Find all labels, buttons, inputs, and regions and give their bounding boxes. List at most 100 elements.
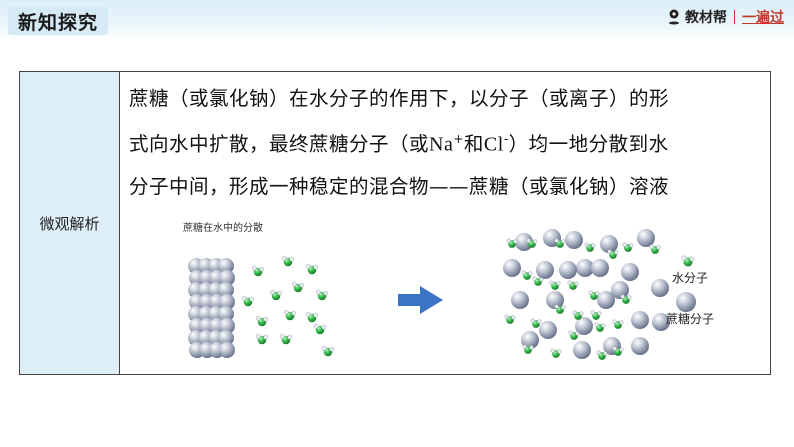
sucrose-molecule (597, 291, 615, 309)
water-molecule (291, 281, 305, 293)
sucrose-molecule (676, 292, 696, 312)
water-molecule (607, 249, 619, 259)
sucrose-molecule (651, 279, 669, 297)
water-molecule (251, 265, 265, 277)
sucrose-molecule (219, 342, 235, 358)
water-molecule (649, 244, 661, 254)
section-title: 新知探究 (8, 7, 108, 35)
legend-sucrose-label: 蔗糖分子 (666, 311, 714, 326)
sucrose-molecule (591, 259, 609, 277)
panel-label: 微观解析 (20, 72, 120, 374)
water-molecule (567, 280, 579, 290)
sucrose-molecule (621, 263, 639, 281)
sucrose-molecule (559, 261, 577, 279)
water-molecule (568, 330, 580, 340)
water-molecule (255, 315, 269, 327)
brand-logo: 教材帮 一遍过 (668, 6, 784, 28)
sodium-ion-charge: + (453, 132, 464, 146)
water-molecule (572, 310, 584, 320)
sucrose-molecule (631, 311, 649, 329)
diagram-caption: 蔗糖在水中的分散 (183, 221, 263, 234)
sucrose-molecule (511, 291, 529, 309)
sucrose-molecule (218, 258, 234, 274)
chloride-ion-charge: - (503, 132, 509, 146)
water-molecule (255, 333, 269, 345)
water-molecule (283, 309, 297, 321)
water-molecule (584, 242, 596, 252)
sucrose-molecule (536, 261, 554, 279)
sucrose-molecule (503, 259, 521, 277)
water-molecule (315, 289, 329, 301)
water-molecule (590, 310, 602, 320)
sucrose-molecule (631, 337, 649, 355)
sucrose-molecule (611, 281, 629, 299)
sucrose-molecule (573, 341, 591, 359)
water-molecule (554, 304, 566, 314)
water-molecule (522, 344, 534, 354)
brand-name: 教材帮 (685, 10, 727, 26)
brand-separator (734, 10, 735, 24)
water-molecule (620, 294, 632, 304)
sucrose-molecule (219, 318, 235, 334)
sucrose-molecule (521, 331, 539, 349)
sucrose-molecule (637, 229, 655, 247)
water-molecule (504, 314, 516, 324)
sucrose-molecule (652, 313, 670, 331)
water-molecule (313, 323, 327, 335)
sucrose-crystal-block (188, 258, 235, 358)
water-molecule (612, 346, 624, 356)
micro-analysis-panel: 微观解析 蔗糖（或氯化钠）在水分子的作用下，以分子（或离子）的形 式向水中扩散，… (19, 71, 771, 375)
water-molecule (588, 290, 600, 300)
line2-and: 和 (463, 132, 484, 156)
line2-part-b: ）均一地分散到水 (508, 132, 669, 156)
water-molecule (681, 255, 695, 267)
top-bar (0, 0, 794, 40)
sodium-ion-symbol: Na (429, 133, 454, 156)
water-molecule (279, 333, 293, 345)
water-molecule (594, 322, 606, 332)
water-molecule (281, 255, 295, 267)
water-molecule (305, 263, 319, 275)
sucrose-molecule (546, 291, 564, 309)
sucrose-molecule (219, 294, 235, 310)
water-molecule (612, 319, 624, 329)
water-molecule (554, 238, 566, 248)
explanation-line-1: 蔗糖（或氯化钠）在水分子的作用下，以分子（或离子）的形 (129, 87, 670, 110)
brand-slogan: 一遍过 (742, 10, 784, 26)
sucrose-molecule (576, 259, 594, 277)
water-molecule (506, 238, 518, 248)
water-molecule (622, 242, 634, 252)
water-molecule (269, 289, 283, 301)
chloride-ion-symbol: Cl (483, 133, 504, 156)
sucrose-molecule (219, 270, 235, 286)
sucrose-molecule (565, 231, 583, 249)
panel-content: 蔗糖（或氯化钠）在水分子的作用下，以分子（或离子）的形 式向水中扩散，最终蔗糖分… (121, 72, 770, 374)
water-molecules-left (241, 255, 335, 357)
sucrose-molecule (539, 321, 557, 339)
line2-part-a: 式向水中扩散，最终蔗糖分子（或 (129, 132, 430, 156)
sucrose-molecule (218, 282, 234, 298)
water-molecule (596, 350, 608, 360)
explanation-line-3: 分子中间，形成一种稳定的混合物——蔗糖（或氯化钠）溶液 (129, 174, 670, 198)
sucrose-molecule (218, 306, 234, 322)
sucrose-molecule (600, 235, 618, 253)
water-molecule (549, 280, 561, 290)
sucrose-molecule (575, 317, 593, 335)
water-molecule (530, 318, 542, 328)
location-pin-icon (669, 9, 679, 25)
sucrose-molecule (218, 330, 234, 346)
legend-water-label: 水分子 (672, 271, 708, 285)
explanation-text: 蔗糖（或氯化钠）在水分子的作用下，以分子（或离子）的形 式向水中扩散，最终蔗糖分… (129, 78, 759, 207)
explanation-line-2: 式向水中扩散，最终蔗糖分子（或Na+和Cl-）均一地分散到水 (129, 119, 759, 166)
dispersion-arrow (398, 286, 443, 314)
water-molecule (532, 276, 544, 286)
water-molecule (305, 311, 319, 323)
water-molecule (321, 345, 335, 357)
water-molecule (521, 270, 533, 280)
solution-mixture (503, 229, 696, 360)
sucrose-molecule (515, 233, 533, 251)
water-molecule (526, 238, 538, 248)
water-molecule (241, 295, 255, 307)
water-molecule (550, 348, 562, 358)
